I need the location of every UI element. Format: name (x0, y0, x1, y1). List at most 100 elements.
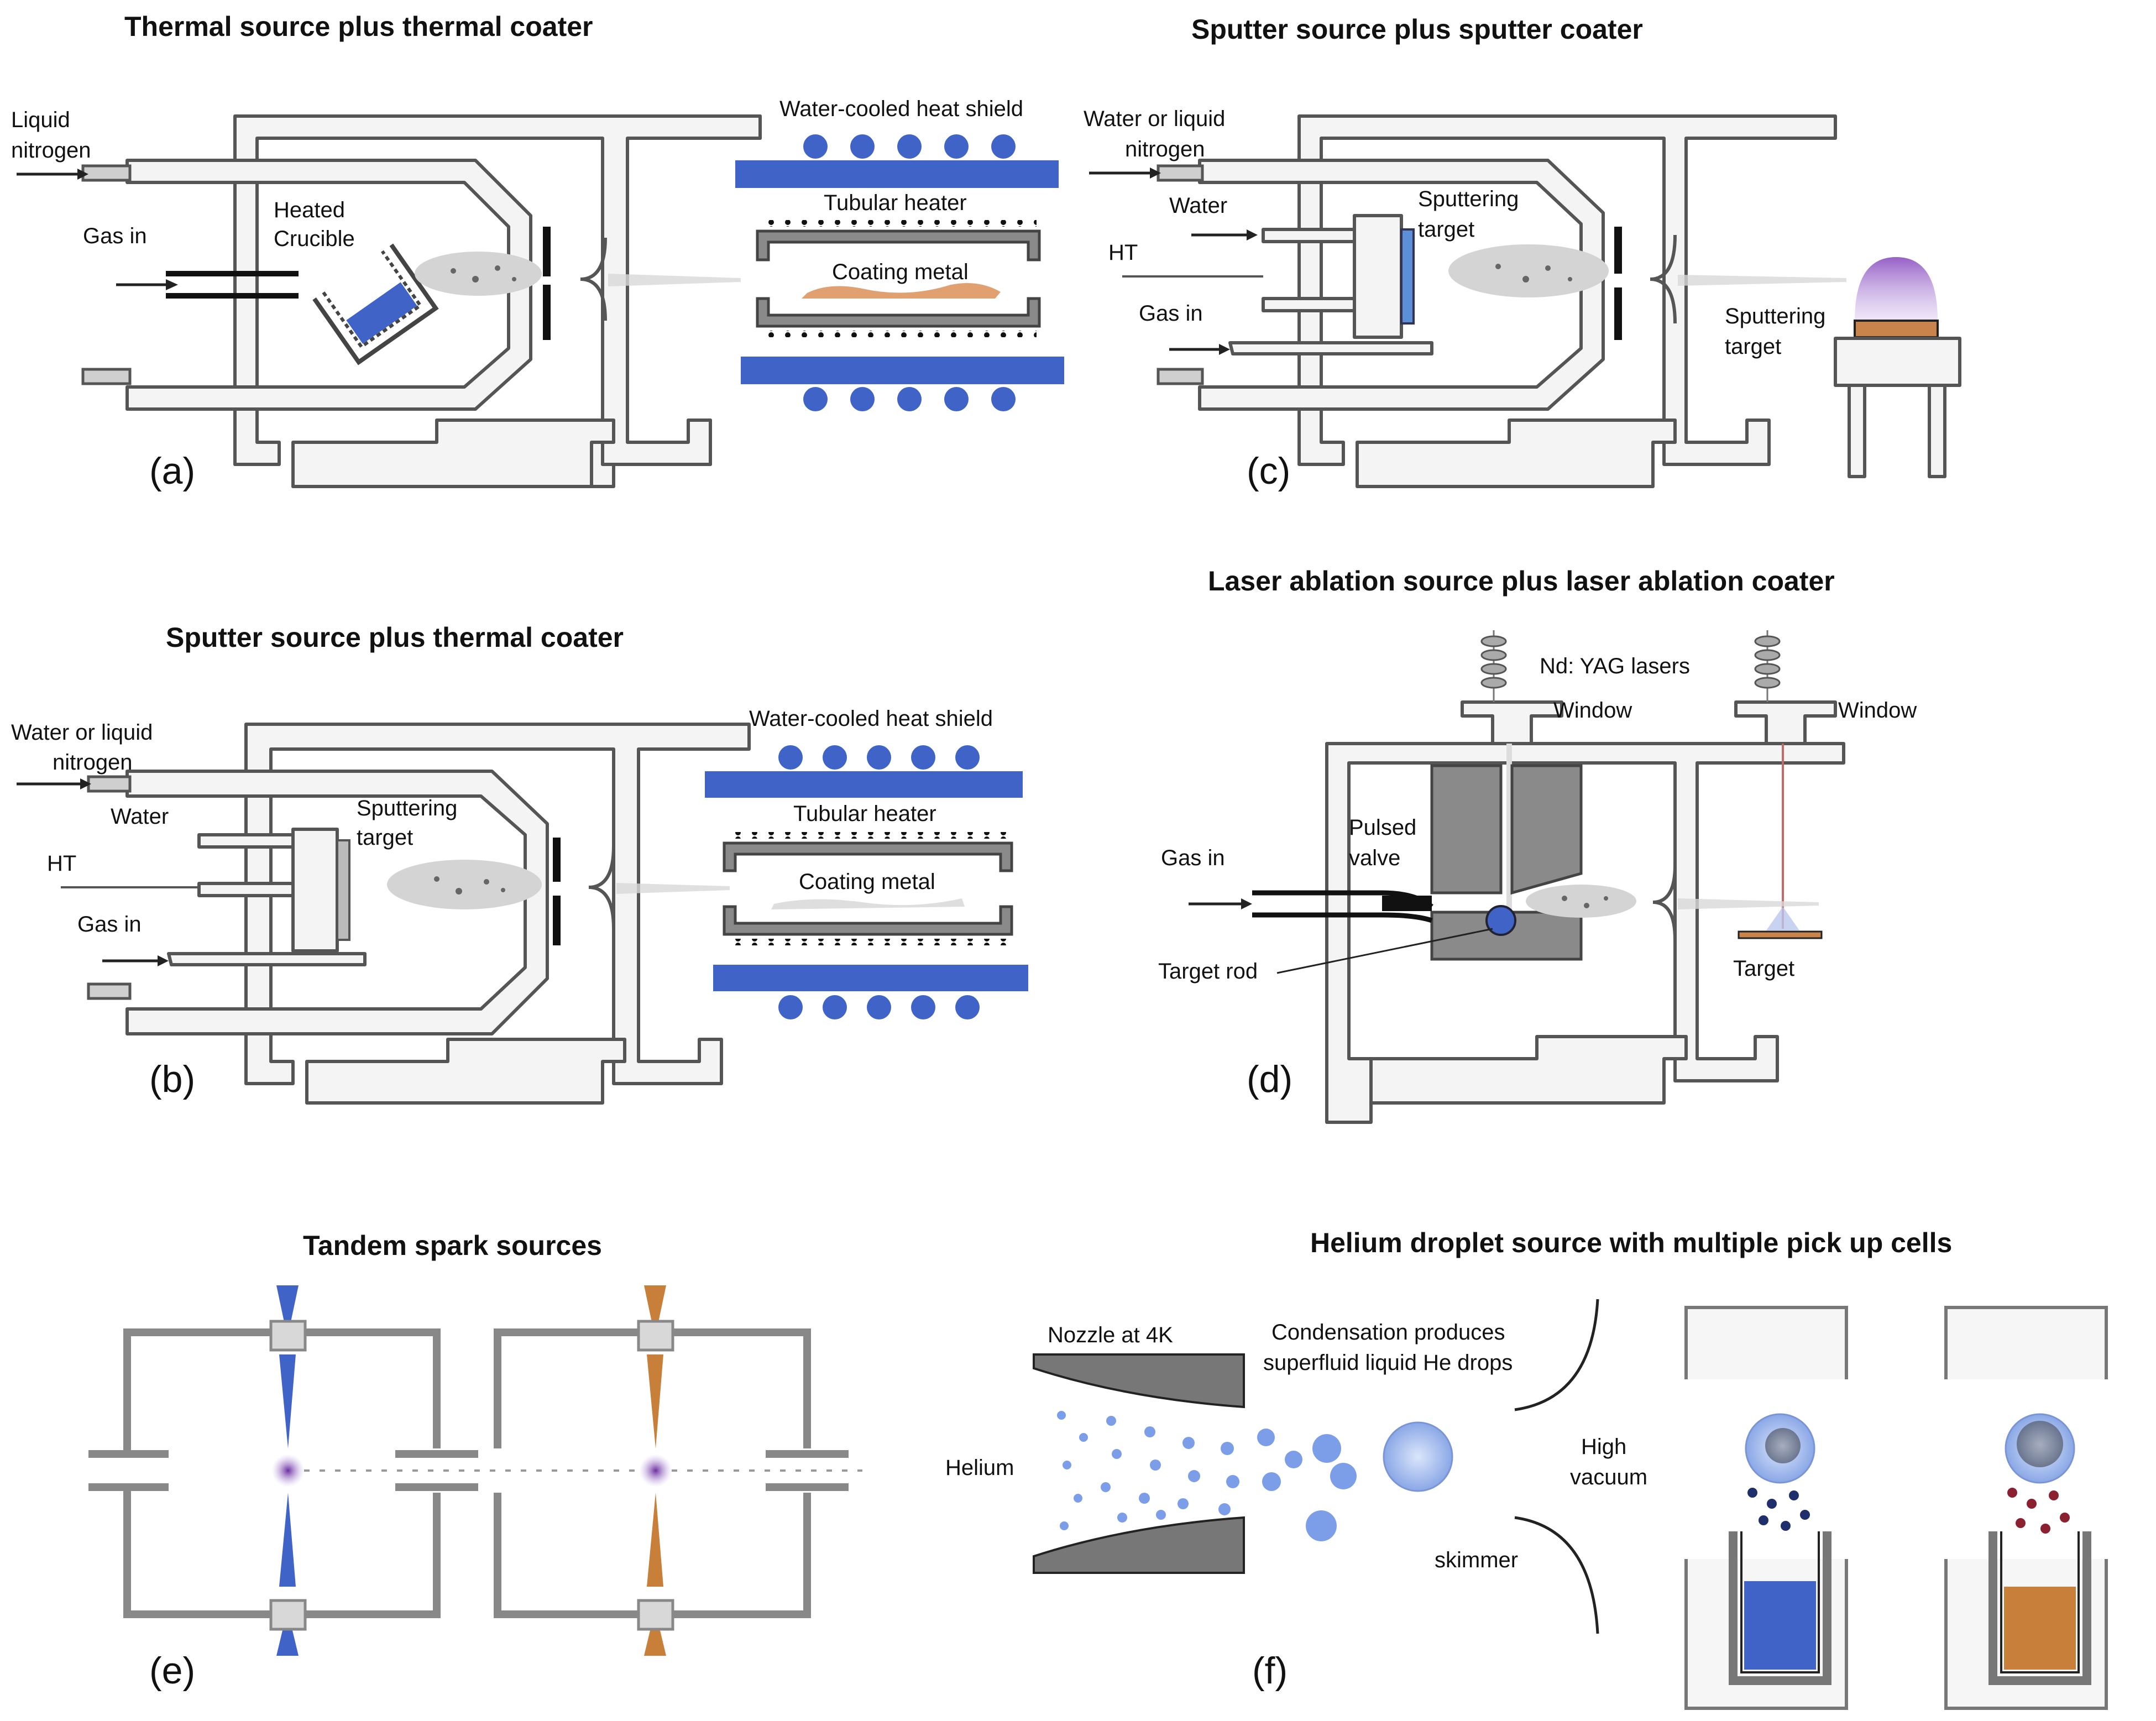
panel-f-pickup-cup-1 (1729, 1531, 1831, 1685)
panel-d-gas-label: Gas in (1161, 846, 1225, 870)
panel-a-flange-mid (291, 419, 615, 488)
panel-a-heater-tube-bottom (756, 297, 1041, 328)
panel-c-tag: (c) (1247, 450, 1290, 492)
panel-b: Sputter source plus thermal coater Water… (11, 622, 1028, 1105)
panel-b-coolant-port (87, 775, 132, 793)
panel-c-coolant-label-2: nitrogen (1125, 137, 1205, 161)
panel-d-source-block-right (1510, 764, 1583, 895)
panel-b-tag: (b) (149, 1058, 195, 1100)
panel-a-skimmer (580, 237, 607, 321)
panel-d-source-block-lower (1430, 911, 1583, 961)
panel-b-coolant-label-1: Water or liquid (11, 720, 153, 745)
panel-b-heat-shield-label: Water-cooled heat shield (749, 707, 993, 731)
panel-d-laser-2 (1754, 630, 1781, 702)
panel-a-title: Thermal source plus thermal coater (124, 11, 593, 42)
panel-f-nozzle-upper (1033, 1353, 1245, 1409)
panel-f: Helium droplet source with multiple pick… (945, 1227, 2108, 1710)
panel-f-skimmer-upper (1514, 1299, 1599, 1411)
panel-a-ln2-port (81, 164, 132, 182)
panel-c-water-label: Water (1169, 193, 1227, 218)
panel-f-nozzle-label: Nozzle at 4K (1048, 1323, 1173, 1347)
panel-d: Laser ablation source plus laser ablatio… (1158, 566, 1917, 1124)
panel-b-sputter-head (291, 828, 339, 953)
panel-a-heater-coil-top (760, 220, 1037, 227)
panel-f-helium-label: Helium (945, 1456, 1014, 1480)
panel-d-beam (1678, 898, 1819, 909)
panel-a-tubular-heater-label: Tubular heater (824, 191, 967, 215)
panel-c-water-pipe-top (1262, 228, 1356, 243)
panel-b-heater-tube-top (723, 841, 1013, 872)
panel-c-coater-target-label-1: Sputtering (1725, 304, 1825, 328)
panel-e-electrode-blue-top (276, 1285, 299, 1332)
panel-f-tag: (f) (1252, 1650, 1288, 1692)
panel-d-flange-mid (1369, 1035, 1688, 1105)
panel-f-dopant-red (2007, 1488, 2070, 1534)
panel-c-lower-port (1157, 368, 1204, 385)
panel-a-source-tube (125, 159, 532, 411)
panel-b-lower-port (87, 982, 132, 1000)
panel-b-source-tube (125, 770, 549, 1035)
panel-e-insulator-1 (269, 1320, 307, 1352)
panel-c-gas-label: Gas in (1139, 301, 1203, 326)
panel-e: Tandem spark sources (e) (88, 1230, 862, 1692)
panel-d-target (1738, 930, 1823, 939)
panel-b-heat-shield-bottom (713, 965, 1028, 1019)
panel-e-title: Tandem spark sources (303, 1230, 602, 1261)
panel-f-nozzle-lower (1033, 1516, 1245, 1574)
panel-c-flange-mid (1356, 419, 1677, 488)
panel-b-water-pipe-top (197, 833, 295, 849)
panel-d-laser-1 (1480, 630, 1507, 702)
panel-d-target-label: Target (1733, 956, 1794, 981)
panel-c-plasma-plume (1855, 257, 1938, 321)
panel-b-coating-metal-label: Coating metal (799, 870, 935, 894)
panel-c-coater-stage (1834, 337, 1961, 387)
panel-f-skimmer-lower (1514, 1516, 1599, 1634)
panel-b-title: Sputter source plus thermal coater (166, 622, 624, 653)
panel-b-beam (616, 883, 730, 894)
panel-f-pickup-cell-1-top (1684, 1306, 1848, 1379)
panel-c-cluster-cloud (1448, 244, 1609, 297)
panel-f-skimmer-label: skimmer (1435, 1548, 1518, 1572)
panel-e-insulator-4 (637, 1599, 674, 1631)
panel-f-pickup-cell-2-top (1944, 1306, 2108, 1379)
panel-d-tag: (d) (1247, 1058, 1292, 1100)
panel-d-cluster-cloud (1526, 885, 1636, 918)
panel-c-gas-pipe (1228, 341, 1433, 355)
panel-b-coating-metal (771, 898, 965, 909)
panel-a-heat-shield-top (735, 134, 1059, 188)
panel-a-crucible-label-2: Crucible (274, 227, 355, 251)
panel-d-window-1 (1461, 700, 1563, 745)
panel-f-condensation-label-2: superfluid liquid He drops (1263, 1351, 1513, 1375)
panel-b-flange-mid (305, 1038, 626, 1105)
panel-d-pulsed-label-1: Pulsed (1349, 815, 1416, 840)
panel-a-aperture-upper (543, 227, 551, 276)
panel-b-water-label: Water (111, 804, 169, 829)
panel-a: Thermal source plus thermal coater Liqui… (11, 11, 1064, 492)
panel-f-helium-atoms (1057, 1411, 1302, 1530)
panel-c-coater-target-label-2: target (1725, 334, 1781, 359)
panel-b-target-label-2: target (357, 825, 413, 850)
panel-a-heater-coil-bottom (760, 331, 1037, 337)
panel-b-coolant-label-2: nitrogen (53, 750, 133, 775)
panel-d-title: Laser ablation source plus laser ablatio… (1208, 566, 1835, 597)
panel-c-coolant-port (1157, 164, 1204, 182)
panel-c-sputter-target (1400, 228, 1415, 325)
panel-e-electrode-blue-bottom (276, 1614, 299, 1656)
panel-e-insulator-2 (269, 1599, 307, 1631)
panel-d-lasers-label: Nd: YAG lasers (1540, 654, 1690, 678)
panel-c-sputter-head (1353, 214, 1403, 339)
panel-c-target-label-1: Sputtering (1418, 187, 1519, 211)
heated-crucible (312, 243, 439, 365)
panel-c-beam (1678, 275, 1846, 286)
panel-e-spark-right (639, 1454, 672, 1487)
panel-f-dopant-blue (1747, 1488, 1810, 1531)
panel-f-title: Helium droplet source with multiple pick… (1310, 1227, 1952, 1258)
panel-d-pulsed-label-2: valve (1349, 846, 1400, 870)
panel-e-insulator-3 (637, 1320, 674, 1352)
panel-c-coolant-label-1: Water or liquid (1084, 107, 1225, 131)
panel-b-tubular-heater-label: Tubular heater (793, 802, 936, 826)
panel-a-lower-port (81, 368, 132, 385)
panel-d-ablation-plume (1766, 907, 1799, 930)
panel-f-vacuum-label-2: vacuum (1570, 1465, 1647, 1489)
panel-b-water-pipe-mid (197, 882, 295, 897)
